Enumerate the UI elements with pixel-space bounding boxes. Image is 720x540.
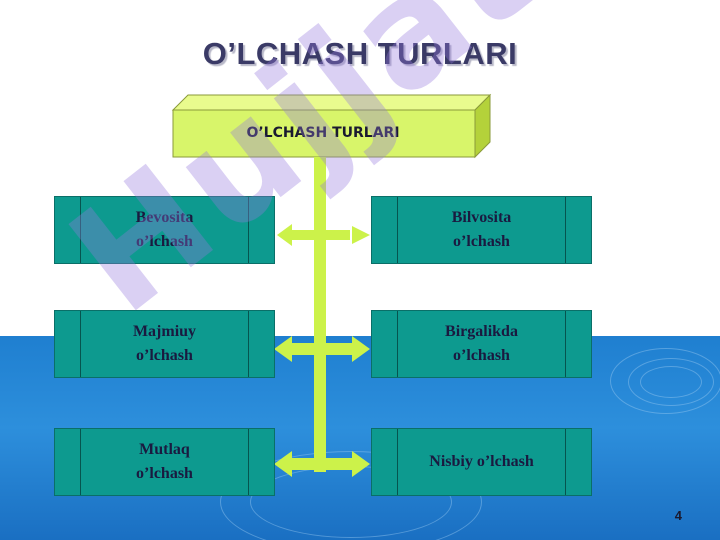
arrow-left-row3	[274, 451, 292, 477]
box-divider	[80, 197, 81, 263]
box-divider	[565, 197, 566, 263]
arrow-left-row2	[274, 336, 292, 362]
box-divider	[80, 429, 81, 495]
box-divider	[397, 197, 398, 263]
box-bilvosita: Bilvosita o’lchash	[371, 196, 592, 264]
box-divider	[80, 311, 81, 377]
box-label: Nisbiy o’lchash	[429, 453, 534, 470]
box-divider	[248, 197, 249, 263]
connector-row2	[288, 343, 354, 355]
box-divider	[565, 429, 566, 495]
arrow-left-row1	[277, 224, 292, 246]
box-label: Majmiuy o’lchash	[132, 323, 197, 364]
box-divider	[397, 311, 398, 377]
box-bevosita: Bevosita o’lchash	[54, 196, 275, 264]
box-divider	[565, 311, 566, 377]
box-label: Mutlaq o’lchash	[136, 441, 193, 482]
page-number: 4	[674, 508, 682, 523]
arrow-right-row1	[352, 226, 370, 244]
box-label: Bevosita o’lchash	[135, 209, 194, 250]
root-box-label: O’LCHASH TURLARI	[246, 125, 400, 141]
box-label: Bilvosita o’lchash	[451, 209, 512, 250]
connector-row1	[290, 230, 350, 240]
connector-row3	[288, 458, 354, 470]
arrow-right-row3	[352, 451, 370, 477]
box-divider	[248, 311, 249, 377]
slide-title: O’LCHASH TURLARI	[202, 36, 518, 71]
box-majmiuy: Majmiuy o’lchash	[54, 310, 275, 378]
box-label: Birgalikda o’lchash	[445, 323, 518, 364]
box-nisbiy: Nisbiy o’lchash	[371, 428, 592, 496]
arrow-right-row2	[352, 336, 370, 362]
water-ripple	[610, 348, 720, 414]
box-divider	[397, 429, 398, 495]
box-mutlaq: Mutlaq o’lchash	[54, 428, 275, 496]
background-top	[0, 0, 720, 336]
box-birgalikda: Birgalikda o’lchash	[371, 310, 592, 378]
box-divider	[248, 429, 249, 495]
